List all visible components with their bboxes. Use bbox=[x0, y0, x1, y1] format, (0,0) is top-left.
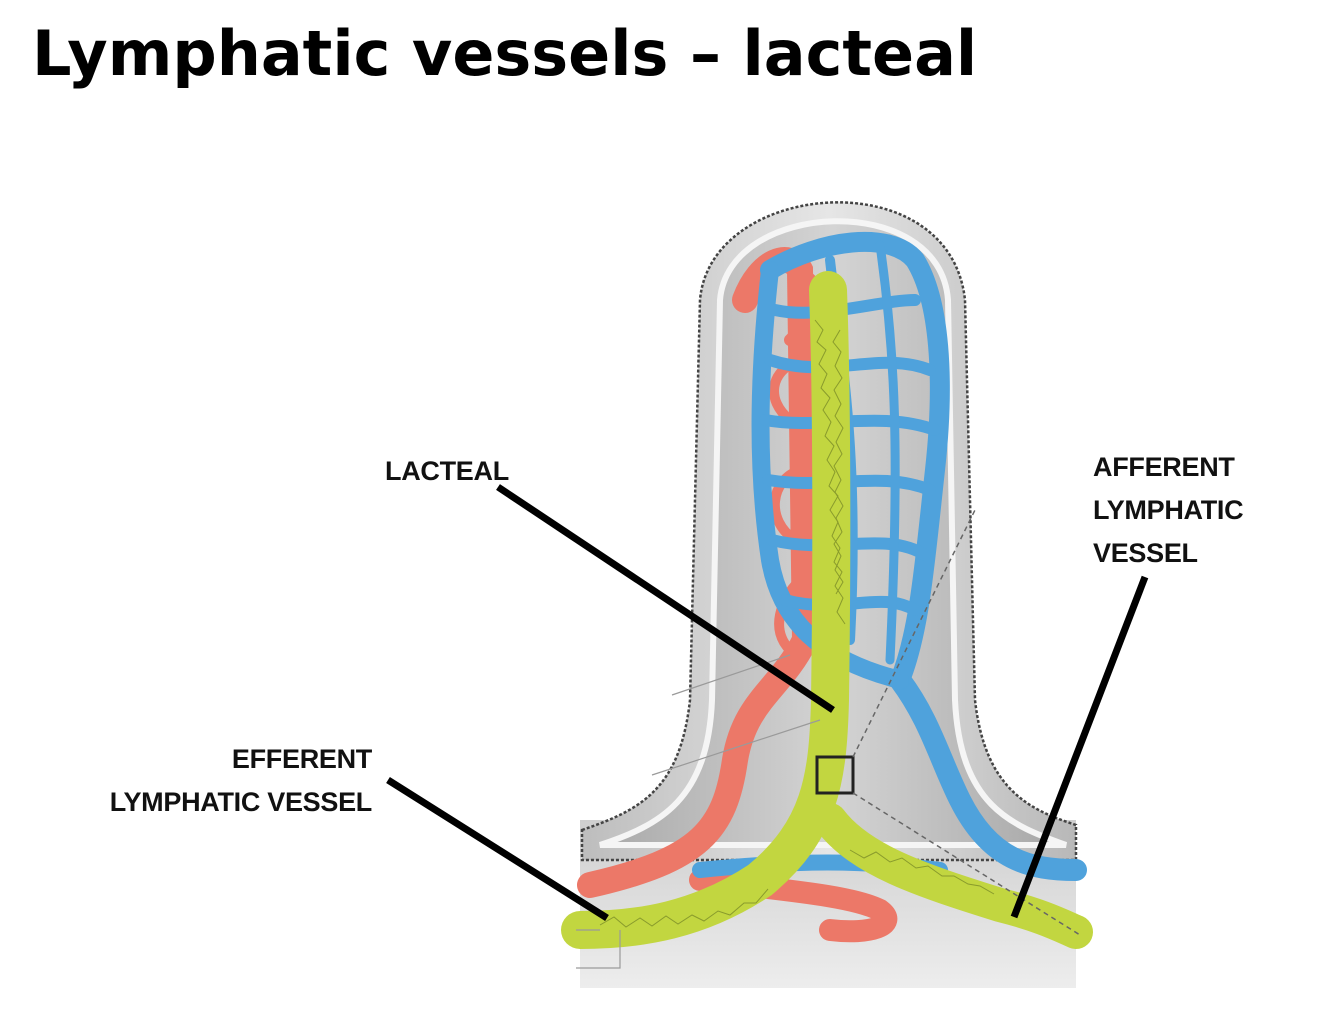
label-afferent-lymphatic-vessel: AFFERENT LYMPHATIC VESSEL bbox=[1093, 446, 1244, 575]
label-afferent-line-1: AFFERENT bbox=[1093, 452, 1235, 482]
pointer-lacteal bbox=[496, 484, 835, 713]
slide-title: Lymphatic vessels – lacteal bbox=[32, 17, 978, 90]
lacteal-texture bbox=[599, 319, 995, 928]
label-lacteal: LACTEAL bbox=[385, 450, 509, 493]
detail-callout-box bbox=[815, 755, 855, 795]
label-efferent-line-1: EFFERENT bbox=[231, 744, 372, 774]
pointer-lines bbox=[386, 484, 1149, 921]
label-afferent-line-2: LYMPHATIC bbox=[1093, 495, 1244, 525]
label-afferent-line-3: VESSEL bbox=[1093, 538, 1198, 568]
label-efferent-lymphatic-vessel: EFFERENT LYMPHATIC VESSEL bbox=[109, 738, 373, 824]
detail-guide-lines bbox=[852, 509, 1081, 936]
detail-guide-lines-faint bbox=[576, 654, 821, 969]
pointer-efferent bbox=[386, 777, 609, 921]
label-lacteal-line: LACTEAL bbox=[385, 456, 509, 486]
pointer-afferent bbox=[1010, 575, 1149, 919]
label-efferent-line-2: LYMPHATIC VESSEL bbox=[109, 787, 373, 817]
